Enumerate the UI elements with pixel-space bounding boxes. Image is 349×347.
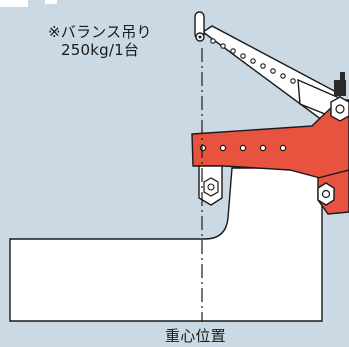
balance-lift-note: ※バランス吊り (48, 23, 152, 41)
workpiece-block (9, 167, 323, 322)
lever-arm (201, 25, 345, 121)
top-corner-marks (0, 0, 57, 7)
load-capacity-note: 250kg/1台 (61, 41, 140, 59)
clamp-body (191, 96, 349, 215)
clamp-jaw (198, 165, 223, 206)
top-right-knob (334, 72, 346, 96)
center-of-gravity-label: 重心位置 (165, 327, 226, 345)
lifting-shackle (194, 11, 205, 42)
